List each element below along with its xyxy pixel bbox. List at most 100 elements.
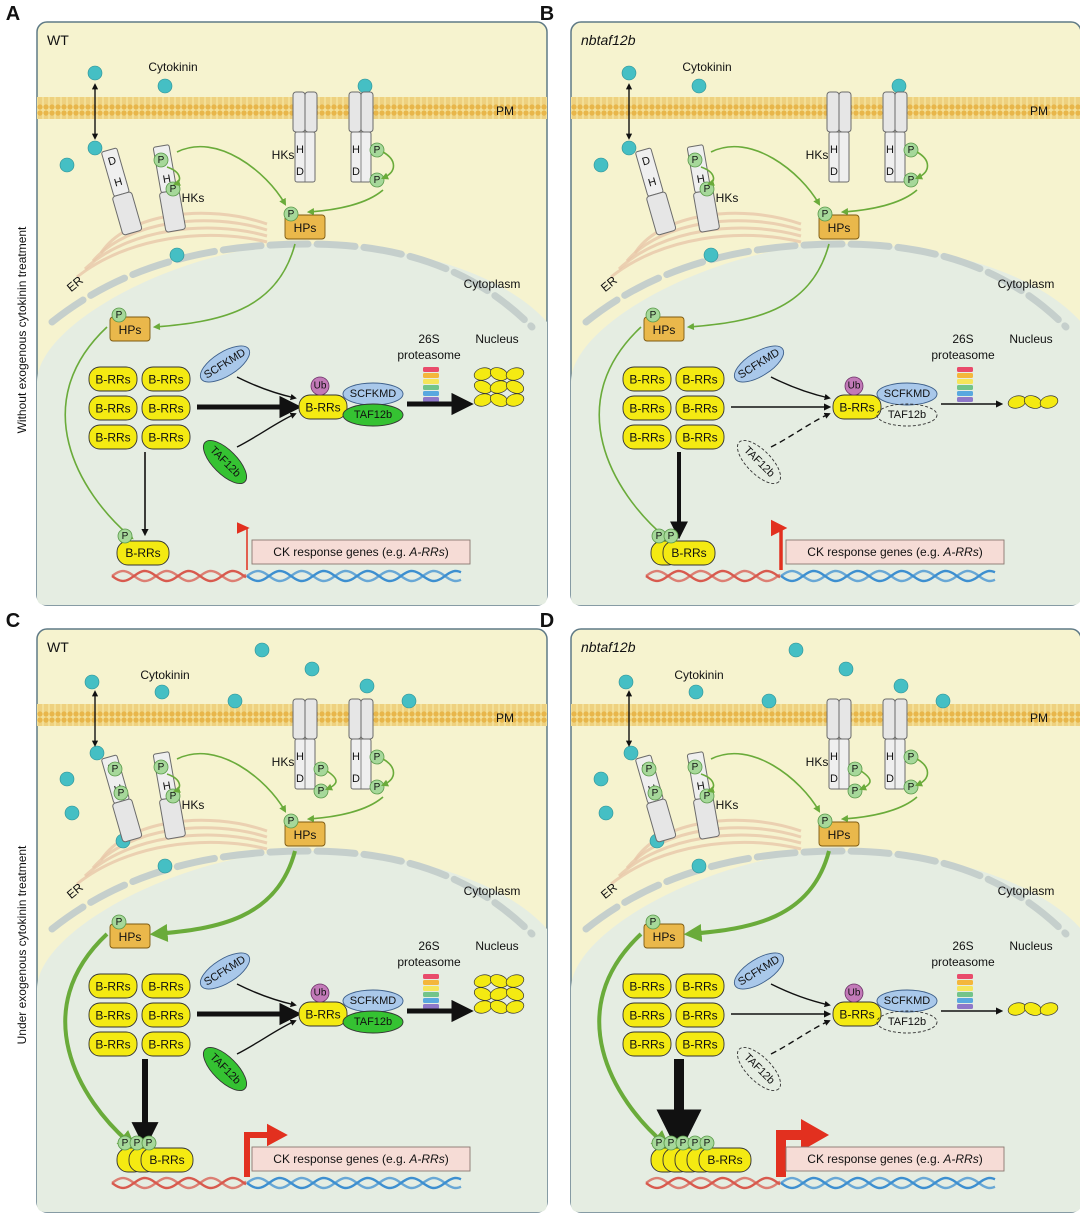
b-rr-label: B-RRs	[682, 373, 717, 387]
proteasome-ring	[957, 397, 973, 402]
b-rr-protein	[141, 1002, 191, 1028]
taf12b-in-complex	[342, 1010, 404, 1034]
phosphate-icon	[369, 749, 385, 765]
phosphorelay-arrow	[840, 189, 918, 216]
b-rr-label: B-RRs	[148, 1009, 183, 1023]
genotype-title: WT	[47, 639, 69, 655]
transcription-arrowhead	[237, 522, 250, 534]
dna-gene	[246, 569, 462, 583]
b-rr-ub-target	[298, 1001, 348, 1027]
b-rr-label: B-RRs	[148, 431, 183, 445]
hk-autophosphorylation-arrow	[166, 773, 181, 794]
b-rr-protein	[88, 366, 138, 392]
nucleus-region	[571, 244, 1080, 605]
b-rr-label: B-RRs	[839, 1008, 874, 1022]
receptor-segment	[894, 698, 908, 740]
dna-gene	[246, 1176, 462, 1190]
phosphorelay-arrow	[710, 145, 821, 206]
hk-autophosphorylation-arrow	[166, 166, 181, 187]
phosphate-label: P	[704, 791, 711, 802]
scf-shape	[733, 952, 785, 990]
nuclear-envelope	[48, 240, 536, 331]
asp-residue-label: D	[830, 166, 838, 178]
receptor-segment	[112, 191, 143, 236]
phosphate-icon	[369, 172, 385, 188]
b-rr-protein	[622, 424, 672, 450]
phosphate-icon	[111, 307, 127, 323]
cytoplasm-label: Cytoplasm	[464, 884, 521, 898]
scf-kmd-complex: SCFKMD	[199, 952, 251, 990]
phosphate-label: P	[112, 764, 119, 775]
phosphate-icon	[817, 206, 833, 222]
phosphate-icon	[647, 785, 663, 801]
panel-B: Bnbtaf12bPMERCytokininHDHDHKsPPDHDHPPHKs…	[540, 3, 1080, 606]
his-residue-label: H	[647, 176, 658, 190]
phosphate-icon	[141, 1135, 157, 1151]
dna-gene	[246, 569, 462, 583]
scf-complex-label: SCFKMD	[350, 388, 397, 400]
proteasome-ring	[423, 373, 439, 378]
ck-response-genes-box	[785, 539, 1005, 565]
plasma-membrane	[571, 704, 1080, 726]
hps-label: HPs	[653, 930, 676, 944]
degraded-fragment	[505, 380, 525, 394]
proteasome-ring	[957, 998, 973, 1003]
his-residue-label: H	[352, 144, 360, 156]
asp-residue-label: D	[352, 166, 360, 178]
proteasome-26s-label: 26S	[952, 332, 973, 346]
cytokinin-molecule	[935, 693, 951, 709]
degraded-fragment	[505, 974, 525, 988]
genotype-title: nbtaf12b	[581, 639, 636, 655]
panel-A: AWTPMERCytokininHDHDHKsPPDHDHPPHKsHPsPCy…	[6, 3, 548, 606]
taf12b-shape	[737, 440, 781, 484]
his-residue-label: H	[886, 144, 894, 156]
degraded-fragment	[505, 393, 525, 407]
proteasome-26s-label: 26S	[952, 939, 973, 953]
b-rr-protein	[622, 973, 672, 999]
nucleus-region	[37, 244, 547, 605]
cytokinin-molecule	[621, 65, 637, 81]
phosphate-label: P	[646, 764, 653, 775]
receptor-segment	[838, 91, 852, 133]
nucleus-label: Nucleus	[475, 939, 518, 953]
hps-label: HPs	[119, 323, 142, 337]
phospho-b-rr	[140, 1147, 194, 1173]
phosphate-label: P	[318, 764, 325, 775]
phosphate-label: P	[318, 786, 325, 797]
b-rr-label: B-RRs	[95, 1009, 130, 1023]
b-rr-ub-target	[832, 394, 882, 420]
ck-response-genes-box	[251, 539, 471, 565]
dna-gene	[780, 1176, 996, 1190]
phosphate-label: P	[668, 531, 675, 542]
phosphate-icon	[113, 785, 129, 801]
phospho-b-rr-label: B-RRs	[707, 1153, 742, 1167]
cytokinin-label: Cytokinin	[682, 60, 731, 74]
asp-residue-label: D	[296, 166, 304, 178]
ubiquitin-icon	[310, 376, 330, 396]
scf-shape	[199, 952, 251, 990]
phosphate-label: P	[650, 310, 657, 321]
ck-response-genes-label: CK response genes (e.g. A-RRs)	[807, 545, 982, 559]
phosphate-label: P	[288, 209, 295, 220]
hps-protein	[643, 316, 685, 342]
proteasome-label: proteasome	[931, 955, 995, 969]
hks-er-label: HKs	[716, 798, 739, 812]
taf12b-shape	[203, 440, 247, 484]
proteasome-ring	[423, 974, 439, 979]
b-rr-label: B-RRs	[305, 401, 340, 415]
er-membrane	[76, 233, 268, 279]
proteasome-ring	[423, 992, 439, 997]
pm-hk-receptor: HD	[826, 698, 852, 790]
cytokinin-label: Cytokinin	[148, 60, 197, 74]
scf-binding-arrow	[770, 376, 831, 401]
panel-letter: C	[6, 610, 20, 632]
phosphorelay-arrow	[597, 932, 671, 1149]
phosphate-label: P	[668, 1138, 675, 1149]
transcription-arrowhead	[267, 1123, 288, 1147]
b-rr-protein	[622, 1031, 672, 1057]
receptor-segment	[348, 698, 362, 740]
phosphate-label: P	[680, 1138, 687, 1149]
receptor-segment	[838, 698, 852, 740]
b-rr-protein	[141, 366, 191, 392]
